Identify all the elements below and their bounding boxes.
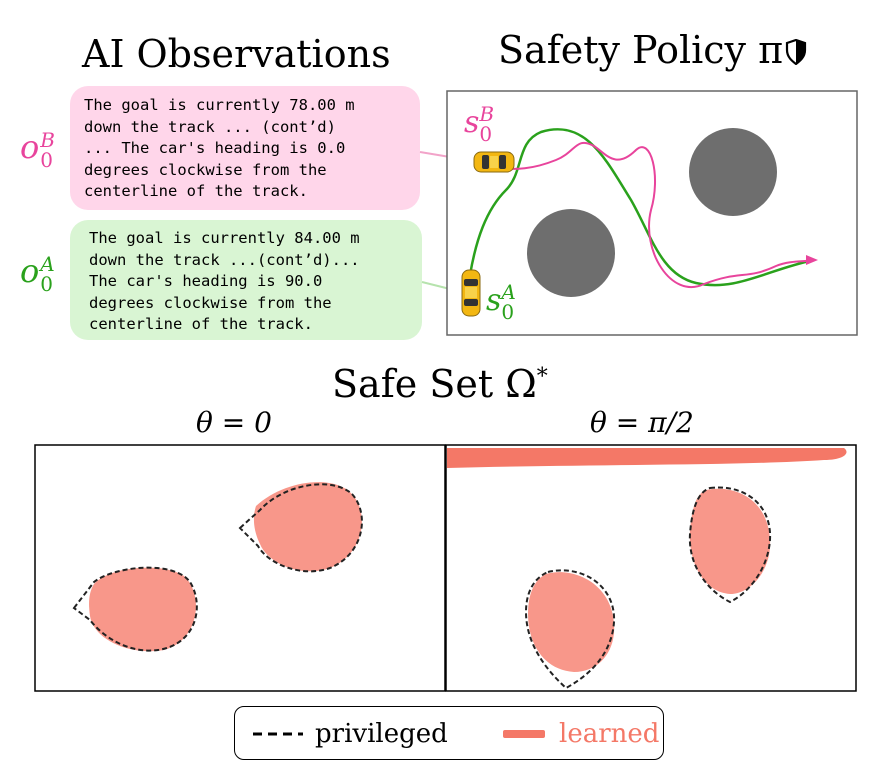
- legend-privileged-label: privileged: [315, 719, 448, 749]
- safety-policy-scene: [446, 90, 858, 336]
- observation-a-label: o A 0: [20, 251, 55, 296]
- privileged-legend-swatch: [253, 732, 303, 736]
- state-a-label: s A 0: [486, 280, 516, 324]
- privileged-set-left: [524, 569, 616, 690]
- car-b-icon: [473, 151, 515, 173]
- shield-icon: [785, 30, 807, 74]
- trajectory-a: [468, 128, 815, 287]
- learned-set-upper: [253, 482, 362, 572]
- ai-observations-title: AI Observations: [82, 32, 391, 76]
- panel-theta-pi-2: [445, 444, 857, 692]
- state-b-label: s B 0: [464, 102, 495, 146]
- obstacle-lower: [527, 209, 615, 297]
- privileged-set-upper: [238, 483, 363, 573]
- safe-set-star: *: [536, 364, 548, 390]
- panel-1-theta-label: θ = 0: [196, 406, 272, 439]
- learned-set-top-band: [447, 448, 847, 468]
- safe-set-title: Safe Set Ω*: [332, 362, 548, 406]
- observation-a-bubble: The goal is currently 84.00 m down the t…: [70, 220, 422, 340]
- observation-b-bubble: The goal is currently 78.00 m down the t…: [70, 86, 420, 210]
- trajectory-b: [485, 141, 815, 288]
- car-a-icon: [461, 269, 481, 317]
- learned-set-right: [689, 488, 771, 594]
- learned-set-left: [528, 572, 615, 672]
- privileged-set-right: [688, 486, 772, 604]
- legend-learned-label: learned: [559, 719, 660, 749]
- privileged-set-lower: [72, 566, 198, 652]
- safe-set-panels: [34, 444, 857, 692]
- legend: privileged learned: [234, 706, 664, 760]
- panel-theta-0: [34, 444, 446, 692]
- panel-2-theta-label: θ = π/2: [590, 406, 694, 439]
- observation-b-label: o B 0: [20, 127, 55, 172]
- obstacle-upper: [689, 128, 777, 216]
- safety-policy-title-text: Safety Policy π: [498, 28, 784, 72]
- learned-set-lower: [89, 567, 196, 652]
- learned-legend-swatch: [503, 730, 545, 738]
- goal-arrow-icon: [806, 255, 818, 265]
- safety-policy-title: Safety Policy π: [498, 28, 807, 74]
